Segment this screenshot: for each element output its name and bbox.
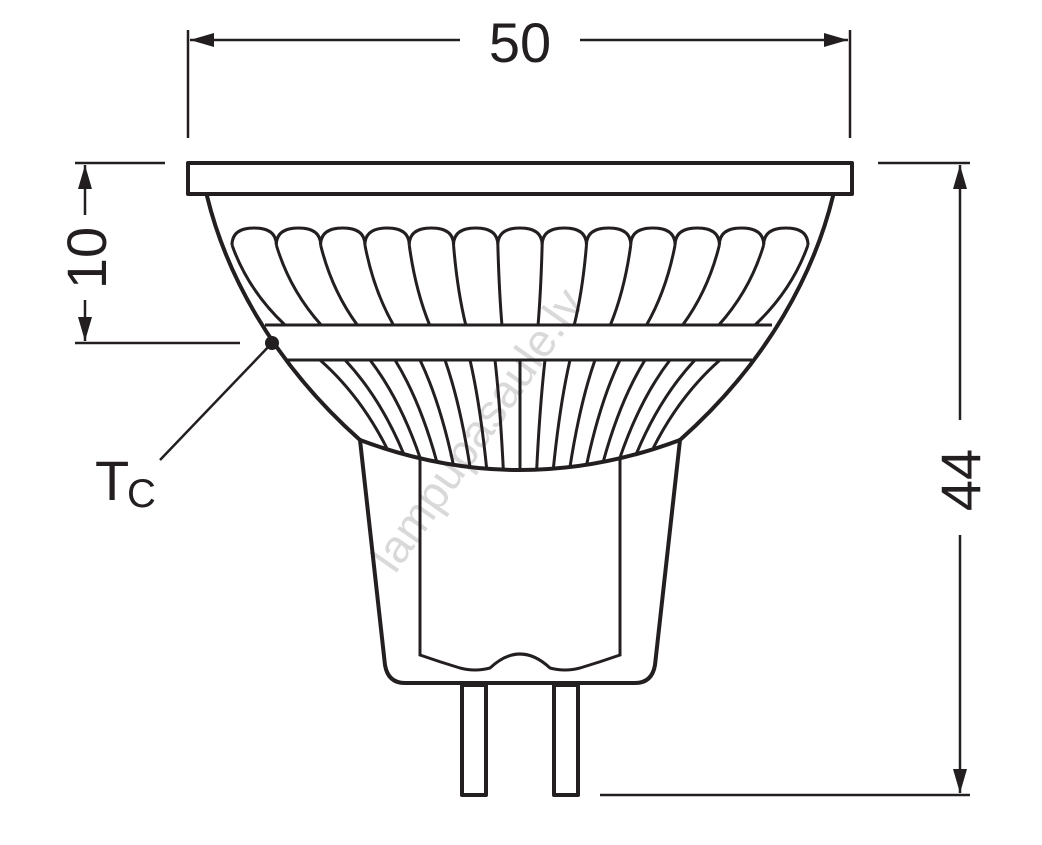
reflector-rib: [535, 359, 547, 470]
reflector-rib: [645, 244, 677, 326]
reflector-rib: [585, 359, 622, 465]
reflector-rib: [717, 244, 766, 327]
reflector-rib: [368, 359, 422, 459]
reflector-rib: [393, 359, 439, 462]
reflector-rib: [343, 358, 405, 454]
reflector-rib: [753, 244, 810, 327]
reflector-rib: [651, 358, 721, 449]
reflector-scallops: [230, 226, 810, 246]
pin-left: [460, 683, 488, 797]
tc-label: T: [95, 449, 129, 512]
reflector-rib: [608, 244, 633, 326]
reflector-rib: [363, 244, 395, 326]
reflector-rib: [572, 244, 588, 326]
reflector-rib: [551, 359, 572, 469]
width-label: 50: [489, 11, 551, 74]
height-dimension: 44: [600, 161, 992, 797]
reflector-rib: [496, 244, 504, 326]
reflector-rib: [468, 359, 489, 469]
reflector-rib: [601, 359, 647, 462]
width-dimension: 50: [186, 11, 852, 138]
reflector-rib: [274, 244, 323, 327]
tc-distance-label: 10: [55, 227, 118, 289]
reflector-rib: [568, 359, 597, 468]
reflector-rib: [443, 359, 472, 468]
reflector-rib: [319, 358, 389, 449]
tc-marker: T C: [95, 336, 279, 516]
tc-subscript: C: [127, 472, 156, 516]
lamp-body: [186, 161, 854, 797]
height-label: 44: [929, 449, 992, 511]
reflector-rib: [230, 244, 287, 327]
reflector-rib: [536, 244, 544, 326]
reflector-rib: [418, 359, 455, 465]
reflector-rib: [681, 244, 721, 326]
tc-distance-dimension: 10: [55, 161, 240, 345]
reflector-rib: [407, 244, 432, 326]
pin-right: [552, 683, 580, 797]
reflector-rib: [319, 244, 359, 326]
reflector-rib: [618, 359, 672, 459]
reflector-rib: [452, 244, 468, 326]
reflector-rib: [493, 359, 505, 470]
reflector-rib: [635, 358, 697, 454]
